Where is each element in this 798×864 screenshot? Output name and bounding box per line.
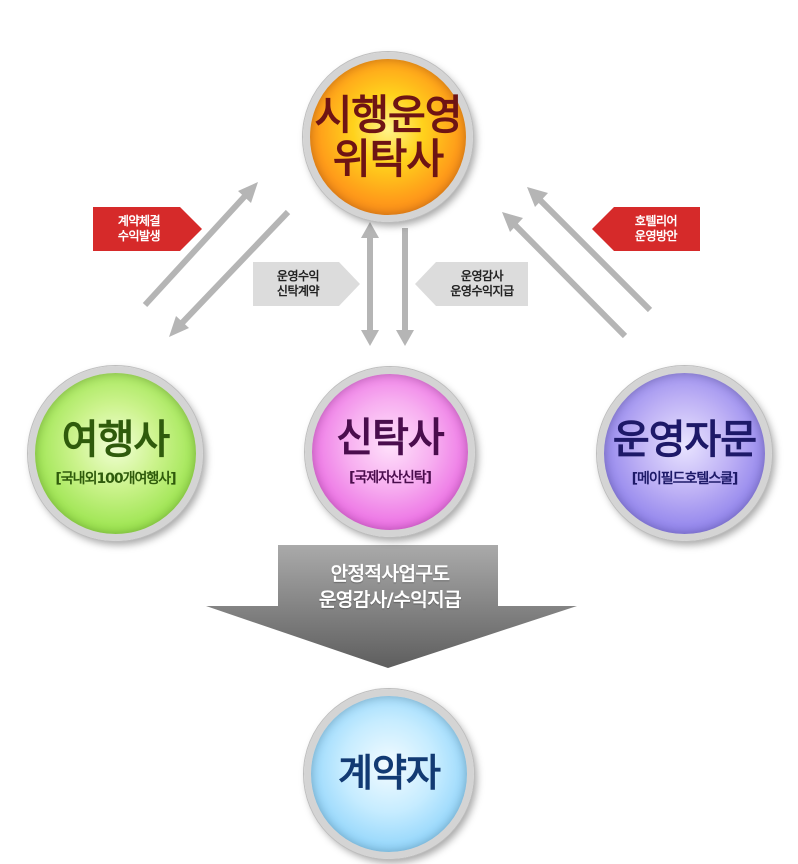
node-travel-agency: 여행사 [국내외100개여행사] — [28, 366, 203, 541]
big-arrow-line1: 안정적사업구도 — [330, 563, 450, 585]
big-down-arrow — [206, 545, 577, 668]
gray-tag-center-left-shape — [253, 262, 360, 306]
gray-tag-center-left-line1: 운영수익 — [276, 269, 320, 283]
gray-tag-center-right: 운영감사 운영수익지급 — [434, 262, 530, 306]
gray-tag-center-left: 운영수익 신탁계약 — [253, 262, 343, 306]
red-tag-right-line1: 호텔리어 — [634, 214, 678, 228]
red-tag-right-line2: 운영방안 — [634, 229, 678, 243]
arrow-left-up — [142, 182, 258, 308]
gray-tag-center-right-line2: 운영수익지급 — [450, 284, 514, 298]
node-contractor-title: 계약자 — [338, 751, 441, 796]
red-tag-left-line2: 수익발생 — [117, 229, 161, 243]
node-trust-company: 신탁사 [국제자산신탁] — [305, 367, 475, 537]
node-operation-advisory: 운영자문 [메이필드호텔스쿨] — [597, 366, 772, 541]
red-tag-right-shape — [592, 207, 700, 251]
big-arrow-line2: 운영감사/수익지급 — [318, 588, 462, 611]
gray-tag-center-left-line2: 신탁계약 — [276, 284, 320, 298]
gray-tag-center-right-line1: 운영감사 — [460, 269, 504, 283]
node-trust-company-title: 신탁사 — [336, 415, 444, 462]
node-contractor: 계약자 — [304, 689, 474, 859]
red-tag-left-shape — [93, 207, 202, 251]
node-trust-company-subtitle: [국제자산신탁] — [348, 469, 432, 486]
node-travel-agency-subtitle: [국내외100개여행사] — [55, 471, 176, 488]
arrow-right-up-outer — [527, 187, 653, 313]
node-operating-trustee-title-line1: 시행운영 — [314, 90, 463, 139]
arrow-left-down — [169, 209, 291, 337]
gray-tag-center-right-shape — [415, 262, 528, 306]
node-operation-advisory-title: 운영자문 — [612, 416, 757, 463]
node-operating-trustee: 시행운영 위탁사 — [303, 52, 473, 222]
red-tag-left: 계약체결 수익발생 — [93, 207, 185, 251]
arrow-right-up-inner — [502, 212, 628, 339]
node-operating-trustee-title-line2: 위탁사 — [332, 135, 444, 183]
node-travel-agency-title: 여행사 — [61, 416, 170, 463]
arrow-center-double — [361, 222, 379, 346]
red-tag-left-line1: 계약체결 — [117, 214, 161, 228]
red-tag-right: 호텔리어 운영방안 — [610, 207, 702, 251]
node-operation-advisory-subtitle: [메이필드호텔스쿨] — [631, 471, 739, 488]
arrow-center-down — [396, 228, 414, 346]
big-arrow-label: 안정적사업구도 운영감사/수익지급 — [300, 562, 480, 613]
